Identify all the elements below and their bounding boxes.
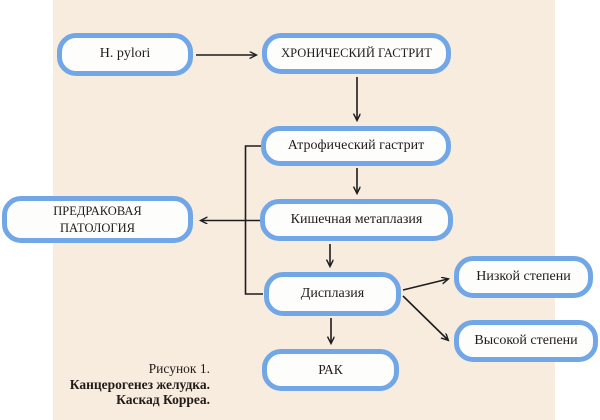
node-high-grade: Высокой степени — [454, 320, 598, 362]
node-high-grade-label: Высокой степени — [474, 332, 578, 348]
node-intestinal-metaplasia: Кишечная метаплазия — [260, 199, 453, 241]
node-atrophic-gastritis: Атрофический гастрит — [261, 126, 451, 166]
node-intestinal-metaplasia-label: Кишечная метаплазия — [290, 211, 423, 227]
node-cancer-label: РАК — [318, 361, 343, 377]
node-dysplasia: Дисплазия — [264, 272, 401, 316]
node-precancerous-pathology-line2: ПАТОЛОГИЯ — [60, 220, 135, 235]
node-h-pylori: H. pylori — [57, 33, 193, 76]
node-dysplasia-label: Дисплазия — [300, 285, 365, 301]
node-precancerous-pathology-line1: ПРЕДРАКОВАЯ — [53, 203, 142, 218]
node-cancer: РАК — [262, 349, 399, 391]
node-atrophic-gastritis-label: Атрофический гастрит — [287, 137, 425, 153]
node-low-grade-label: Низкой степени — [476, 268, 571, 284]
figure-caption: Рисунок 1. Канцерогенез желудка. Каскад … — [24, 361, 210, 408]
caption-figure-number: Рисунок 1. — [148, 361, 210, 376]
node-precancerous-pathology: ПРЕДРАКОВАЯ ПАТОЛОГИЯ — [2, 196, 193, 243]
node-low-grade: Низкой степени — [454, 256, 593, 298]
caption-title-line2: Каскад Корреа. — [116, 392, 210, 407]
caption-title-line1: Канцерогенез желудка. — [69, 376, 210, 392]
node-h-pylori-label: H. pylori — [99, 46, 151, 62]
node-chronic-gastritis-label: ХРОНИЧЕСКИЙ ГАСТРИТ — [281, 46, 432, 60]
node-chronic-gastritis: ХРОНИЧЕСКИЙ ГАСТРИТ — [262, 33, 451, 74]
